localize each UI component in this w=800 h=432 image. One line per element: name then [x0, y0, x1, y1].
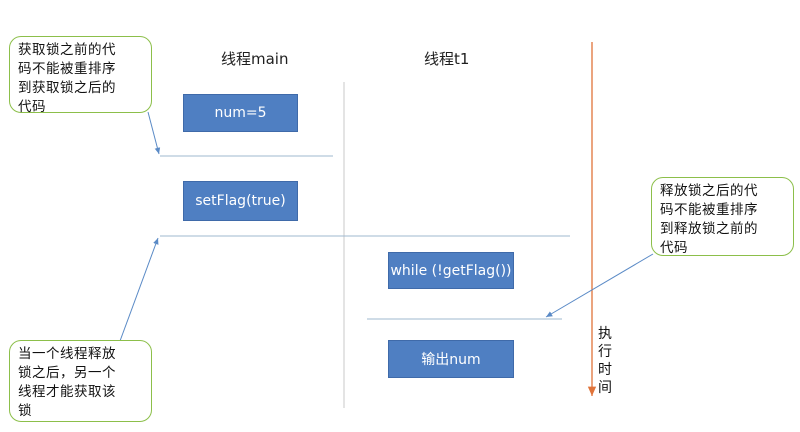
num-assign-box: num=5 — [183, 94, 298, 132]
thread-main-title: 线程main — [221, 50, 289, 68]
acquire-note-pointer — [147, 111, 161, 155]
release-note-pointer — [545, 253, 654, 318]
release-lock-note: 释放锁之后的代 码不能被重排序 到释放锁之前的 代码 — [651, 177, 794, 256]
handoff-note-pointer — [119, 237, 159, 342]
set-flag-box: setFlag(true) — [183, 181, 298, 221]
while-loop-box: while (!getFlag()) — [388, 252, 514, 289]
lock-handoff-note: 当一个线程释放 锁之后，另一个 线程才能获取该 锁 — [9, 340, 152, 422]
thread-t1-title: 线程t1 — [424, 50, 470, 68]
acquire-lock-note: 获取锁之前的代 码不能被重排序 到获取锁之后的 代码 — [9, 36, 152, 115]
time-axis-label: 执 行 时 间 — [598, 326, 612, 396]
print-num-box: 输出num — [388, 340, 514, 378]
